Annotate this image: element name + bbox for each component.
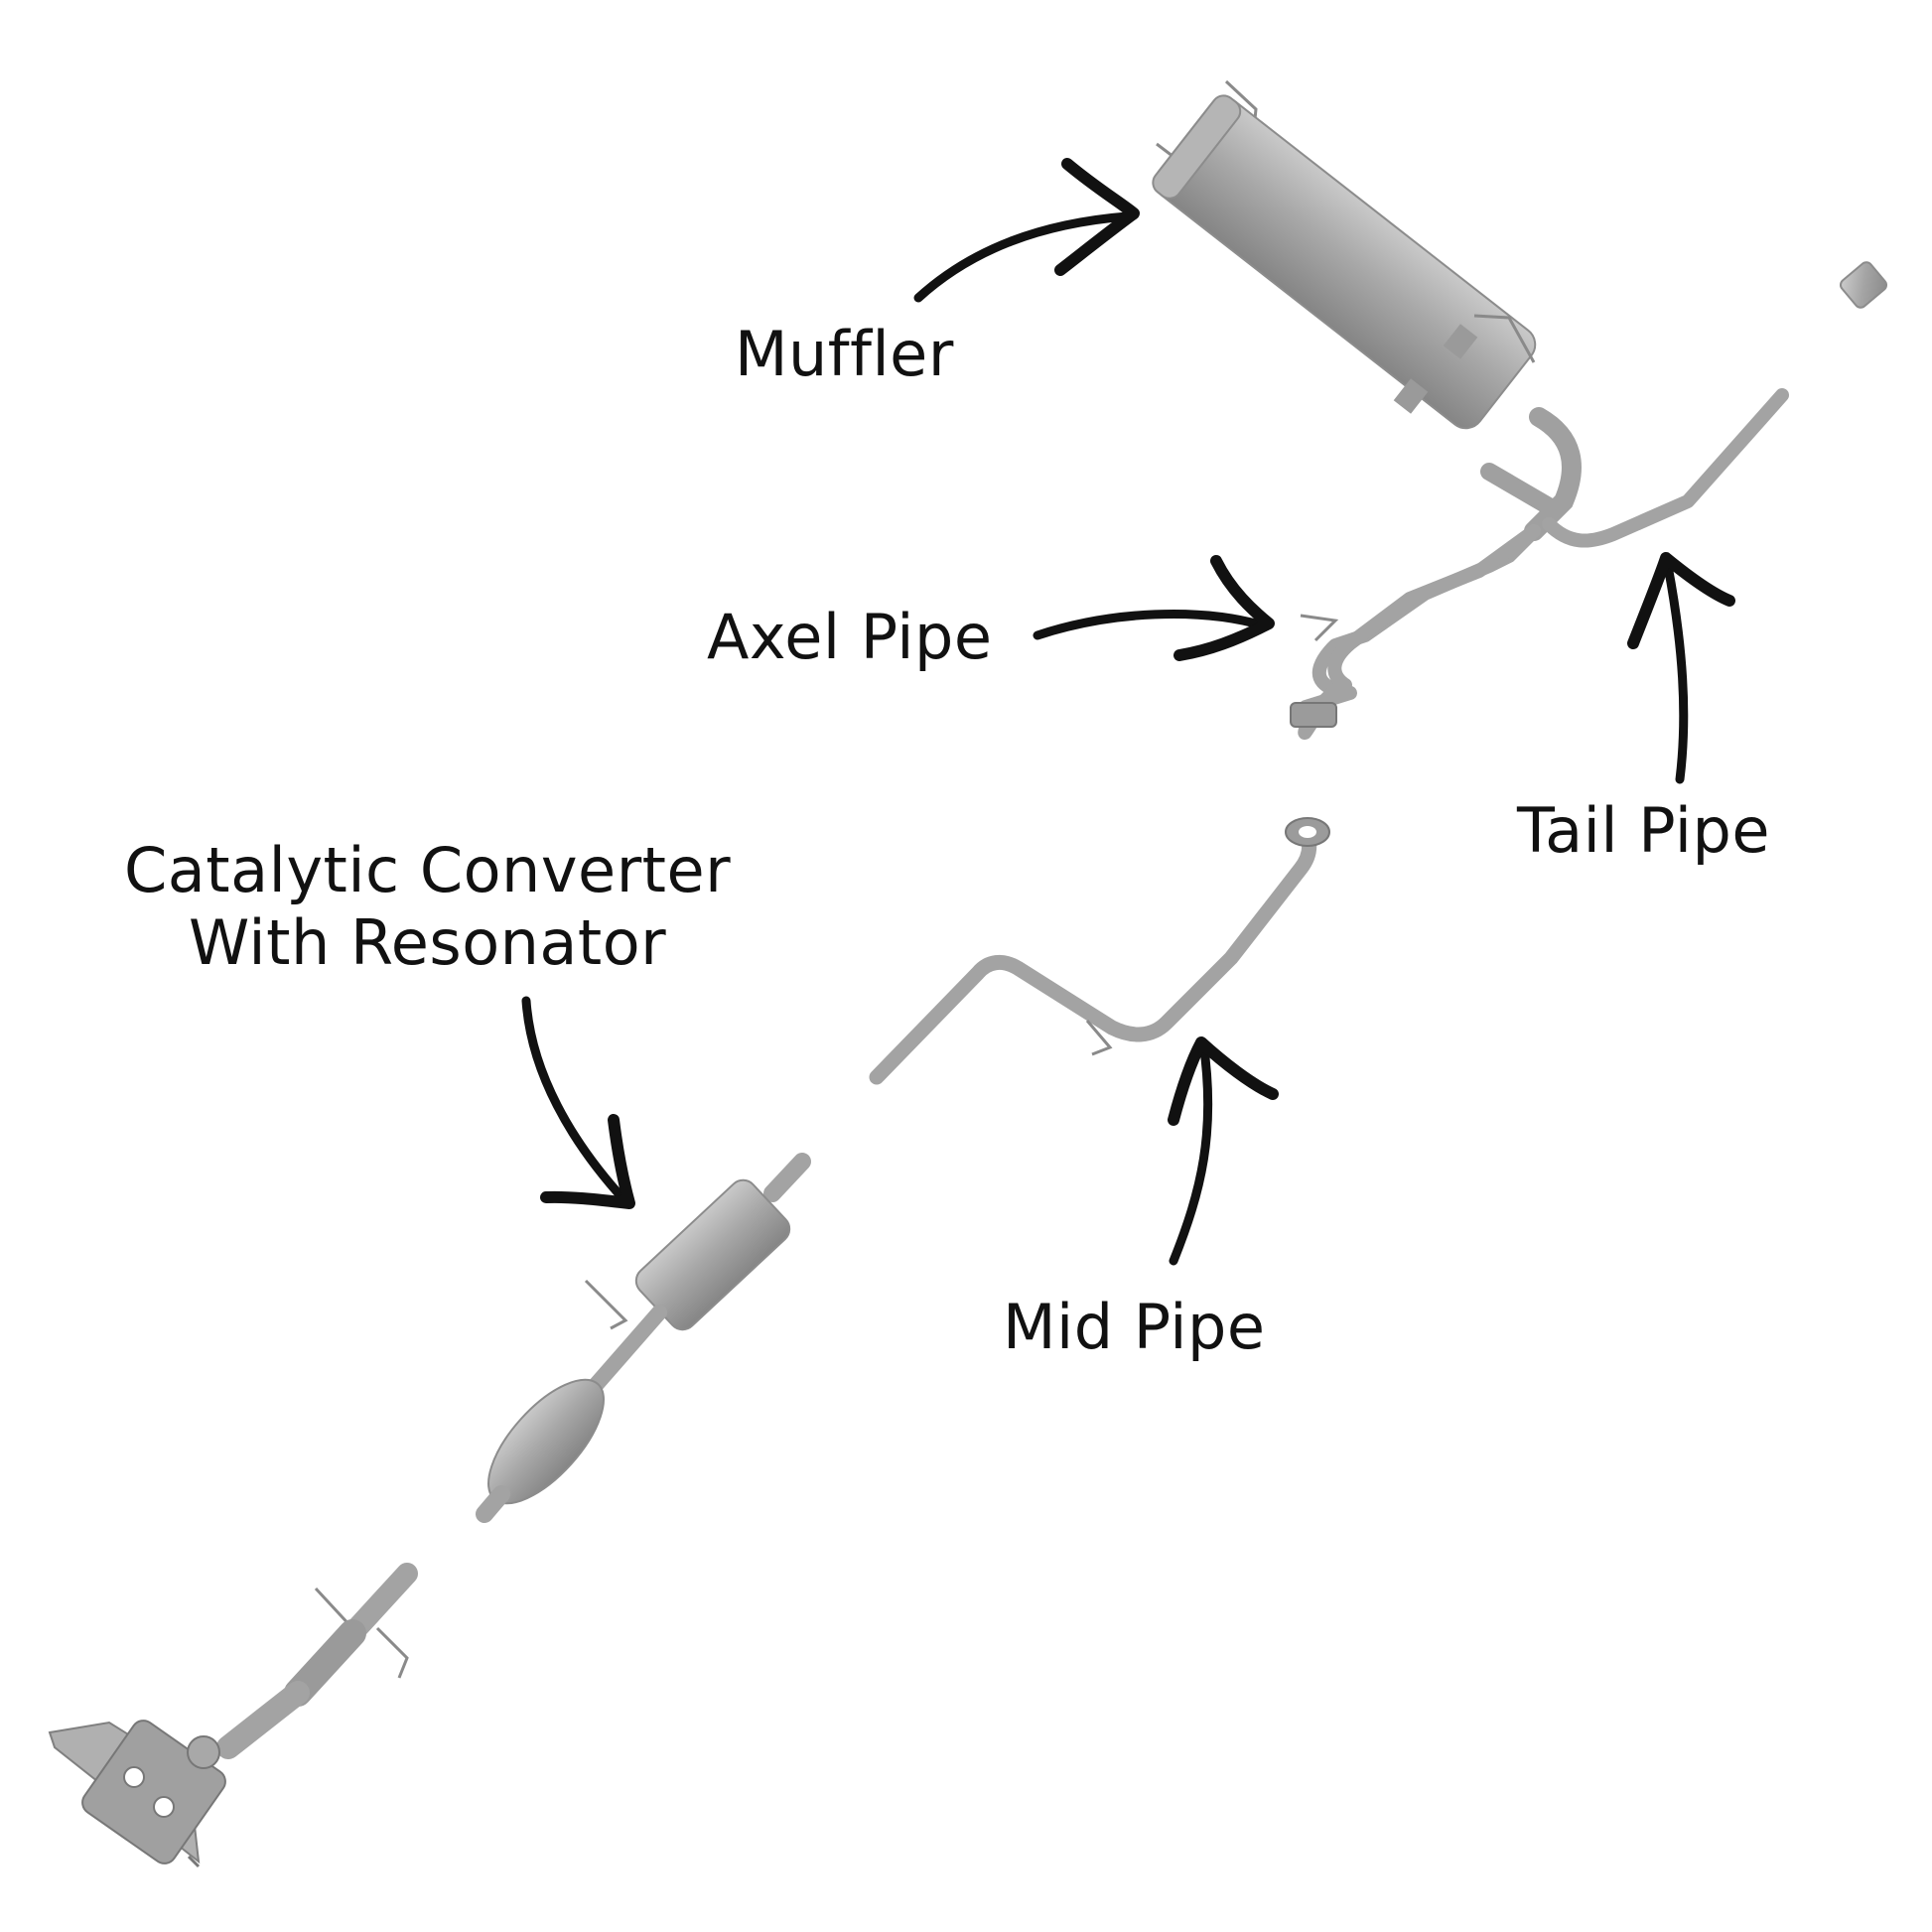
axel-pipe-label: Axel Pipe [707,601,993,673]
mid-pipe-arrow [1168,1036,1279,1266]
tail-pipe-part [1542,388,1789,548]
catalytic-converter-label-line2: With Resonator [188,906,667,980]
muffler-arrow [913,158,1140,303]
catalytic-converter-label: Catalytic Converter With Resonator [124,834,731,979]
mid-pipe-part [869,817,1330,1085]
exhaust-tip-part [1839,261,1888,309]
exhaust-manifold-part [48,1563,418,1868]
catalytic-converter-part [476,1153,811,1523]
tail-pipe-label: Tail Pipe [1517,794,1771,867]
axel-pipe-arrow [1033,555,1275,661]
mid-pipe-label: Mid Pipe [1003,1291,1266,1363]
axel-pipe-part [1290,407,1582,741]
muffler-part [1152,79,1537,430]
tail-pipe-arrow [1627,552,1735,784]
catalytic-converter-label-line1: Catalytic Converter [124,834,732,906]
catalytic-converter-arrow [521,996,635,1209]
muffler-label: Muffler [735,318,954,390]
